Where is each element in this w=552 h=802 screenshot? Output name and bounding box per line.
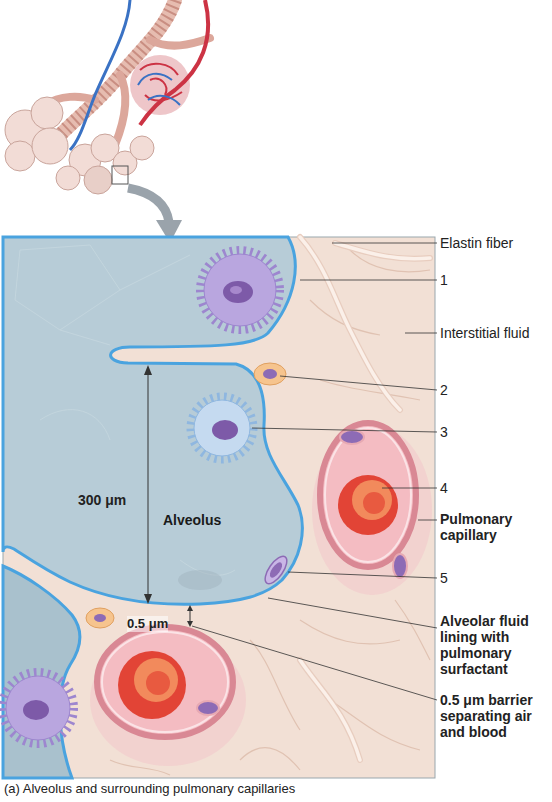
lung-inset xyxy=(69,144,101,176)
lung-inset xyxy=(56,166,80,190)
part-name: Interstitial fluid xyxy=(440,325,535,341)
dimension-label: 300 μm xyxy=(78,492,126,508)
elastin-fiber xyxy=(300,237,430,760)
red-blood-cell xyxy=(146,671,170,695)
interstitial-cell xyxy=(86,608,114,628)
lung-inset xyxy=(45,38,210,145)
endothelial-nucleus xyxy=(197,701,219,715)
lung-inset xyxy=(70,0,130,150)
endothelial-nucleus xyxy=(340,430,364,444)
lung-inset xyxy=(113,151,137,175)
dimension-arrow xyxy=(190,610,191,622)
lung-inset xyxy=(84,166,112,194)
capillary-glow xyxy=(312,425,432,595)
lung-inset xyxy=(130,55,190,115)
dimension-arrow xyxy=(187,621,193,627)
alveolar-macrophage xyxy=(6,676,70,740)
callout-number: 4 xyxy=(440,480,480,496)
alveolar-macrophage xyxy=(23,700,49,720)
lung-inset xyxy=(60,0,175,135)
zoom-arrow xyxy=(128,188,169,222)
elastin-fiber xyxy=(300,237,430,760)
endothelial-nucleus xyxy=(393,554,407,578)
interstitial-tissue xyxy=(3,237,435,778)
dimension-label: 0.5 μm xyxy=(127,616,168,632)
alveolus-outline xyxy=(3,237,310,607)
red-blood-cell xyxy=(338,475,398,535)
lung-inset xyxy=(91,134,119,162)
lung-inset xyxy=(60,0,175,135)
dimension-label: 0.5 μm barrier separating air and blood xyxy=(440,692,544,740)
interstitial-tissue xyxy=(3,237,435,778)
lung-inset xyxy=(112,166,128,184)
callout-number: 2 xyxy=(440,382,480,398)
callout-number: 1 xyxy=(440,272,480,288)
red-blood-cell xyxy=(363,492,385,514)
elastin-fiber xyxy=(300,237,430,760)
lung-inset xyxy=(5,110,45,150)
alveolus-space: Alveolus xyxy=(3,237,310,607)
lung-inset xyxy=(130,136,154,160)
lung-inset xyxy=(140,64,182,101)
alveolar-macrophage xyxy=(4,674,72,742)
lung-inset xyxy=(32,128,68,164)
node-label: Alveolus xyxy=(163,512,221,528)
pulmonary-capillary xyxy=(320,423,416,567)
lung-inset xyxy=(5,141,35,171)
figure-caption: (a) Alveolus and surrounding pulmonary c… xyxy=(4,781,295,796)
pulmonary-capillary xyxy=(97,627,233,737)
alveolus-air xyxy=(3,237,302,604)
pulmonary-capillary xyxy=(325,428,411,562)
interstitial-cell xyxy=(263,369,277,379)
lower-alveolus xyxy=(3,566,80,778)
pulmonary-capillary xyxy=(102,632,228,732)
zoom-arrow xyxy=(128,188,182,243)
callout-number: 3 xyxy=(440,424,480,440)
part-name: Alveolar fluid lining with pulmonary sur… xyxy=(440,613,545,677)
red-blood-cell xyxy=(352,480,392,520)
lung-inset xyxy=(140,0,208,125)
part-name: Elastin fiber xyxy=(440,235,550,251)
interstitial-cell xyxy=(94,614,106,622)
red-blood-cell xyxy=(118,651,186,719)
dimension-arrow xyxy=(187,605,193,611)
callout-number: 5 xyxy=(440,570,480,586)
lung-inset xyxy=(138,74,180,105)
lung-inset xyxy=(31,97,63,129)
lung-inset xyxy=(5,0,210,194)
lower-alveolus xyxy=(3,566,80,778)
red-blood-cell xyxy=(134,658,178,702)
part-name: Pulmonary capillary xyxy=(440,511,540,543)
capillary-glow xyxy=(90,634,246,766)
